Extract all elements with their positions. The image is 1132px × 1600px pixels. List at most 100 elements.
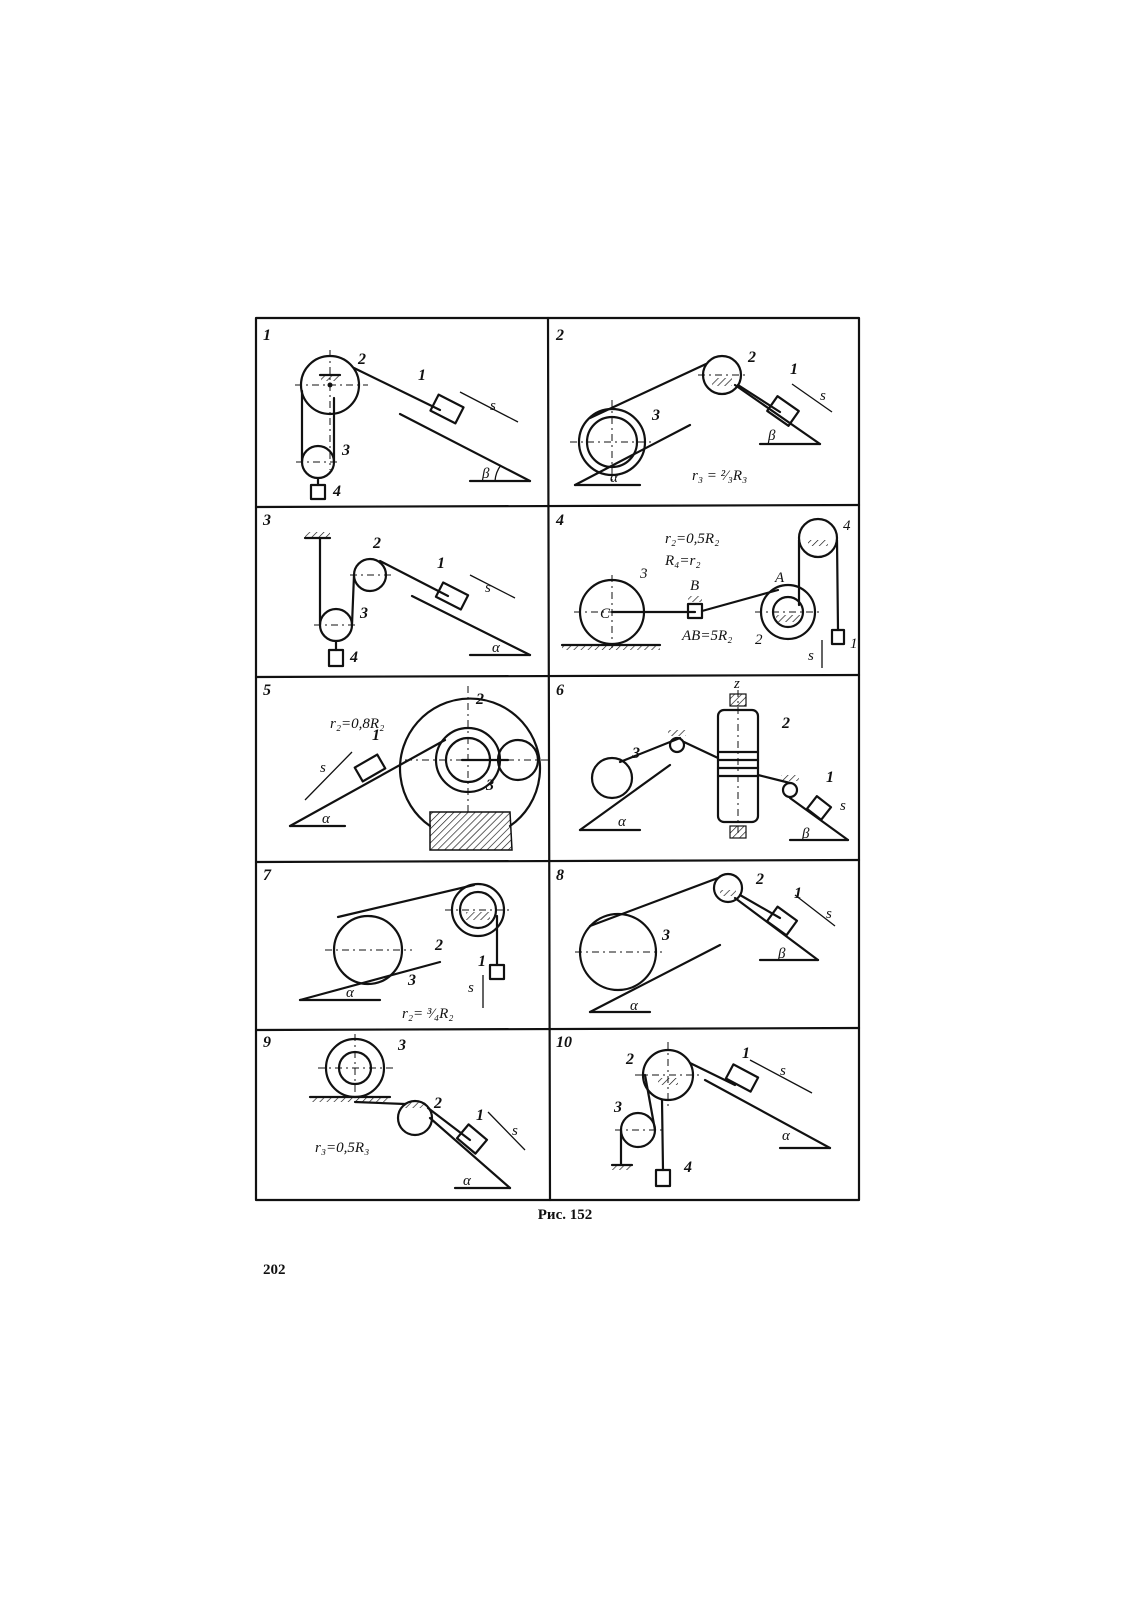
rope <box>588 876 720 928</box>
label: 3 <box>485 777 494 794</box>
panel-number: 4 <box>555 512 564 529</box>
rope <box>643 1073 657 1132</box>
label: α <box>782 1128 791 1144</box>
label: s <box>512 1123 518 1139</box>
rope <box>660 1098 665 1172</box>
panel-10: 10 2 1 3 4 s α <box>556 1034 832 1188</box>
support-hatch <box>305 532 330 538</box>
panel-9: 9 3 2 1 s α r₃=0,5R₃ <box>263 1034 526 1190</box>
weight-1 <box>488 963 506 981</box>
label: 4 <box>843 518 851 534</box>
rope <box>682 740 720 760</box>
dimension-s <box>304 751 353 801</box>
base-hatch <box>429 811 513 851</box>
weight-1 <box>830 628 846 646</box>
label: 1 <box>372 727 380 744</box>
formula: r₂=0,8R₂ <box>330 716 384 732</box>
pulley-4 <box>797 517 839 559</box>
panel-4: 4 r₂=0,5R₂ R₄=r₂ AB=5R₂ 3 4 A B C 2 1 s <box>555 512 858 668</box>
label: 4 <box>683 1159 692 1176</box>
block-1 <box>353 753 387 783</box>
formula: r₃ = ²⁄₃R₃ <box>692 468 747 484</box>
label: 3 <box>397 1037 406 1054</box>
label: s <box>490 398 496 414</box>
pulley-2 <box>396 1099 434 1137</box>
rope <box>336 883 476 919</box>
guide-pulley-right <box>781 781 799 799</box>
formula: r₃=0,5R₃ <box>315 1140 369 1156</box>
rope <box>736 383 782 414</box>
rope <box>756 773 792 785</box>
rope <box>350 573 356 627</box>
label: β <box>767 428 776 444</box>
panel-1: 1 2 1 3 4 s β <box>263 327 532 501</box>
page-number: 202 <box>263 1262 286 1278</box>
panel-grid <box>254 316 861 1202</box>
label: 2 <box>625 1051 634 1068</box>
dimension-s <box>487 1111 526 1151</box>
incline-2 <box>588 943 722 1014</box>
support-hatch <box>720 890 736 896</box>
weight-4 <box>654 1168 672 1188</box>
panel-2: 2 2 1 3 s β α r₃ = ²⁄₃R₃ <box>555 327 833 487</box>
support-hatch <box>466 912 490 920</box>
block-1 <box>765 905 799 937</box>
incline <box>410 594 532 657</box>
incline <box>288 738 447 828</box>
support-hatch <box>712 378 732 386</box>
label: 1 <box>742 1045 750 1062</box>
label: 2 <box>433 1095 442 1112</box>
rope <box>588 362 708 420</box>
ground-hatch <box>310 1097 390 1102</box>
wheel-3 <box>590 756 634 800</box>
label: 3 <box>359 605 368 622</box>
label: α <box>630 998 639 1014</box>
label: A <box>774 570 785 586</box>
block-1 <box>429 393 465 425</box>
label: s <box>468 980 474 996</box>
block-1 <box>455 1123 489 1155</box>
rope <box>378 559 450 598</box>
label: 2 <box>475 691 484 708</box>
label: s <box>820 388 826 404</box>
incline <box>298 960 442 1002</box>
label: 1 <box>418 367 426 384</box>
dimension-s <box>469 574 516 599</box>
panel-number: 8 <box>556 867 564 884</box>
support-hatch <box>405 1102 425 1108</box>
dimension-s <box>459 391 519 423</box>
block-1 <box>434 581 470 611</box>
weight-4 <box>309 483 327 501</box>
incline <box>703 1078 832 1150</box>
block-1 <box>724 1063 760 1093</box>
drum-2 <box>716 708 760 824</box>
support-hatch <box>688 596 702 602</box>
label: 1 <box>476 1107 484 1124</box>
block-1 <box>766 395 800 427</box>
figure-caption: Рис. 152 <box>537 1207 593 1223</box>
label: 4 <box>349 649 358 666</box>
guide-pulley-left <box>668 736 686 754</box>
formula: r₂= ³⁄₄R₂ <box>402 1006 454 1022</box>
label: s <box>320 760 326 776</box>
rope <box>352 366 442 412</box>
label: α <box>463 1173 472 1189</box>
support-hatch <box>668 730 686 736</box>
link-AB <box>700 588 780 613</box>
support-hatch <box>808 540 828 546</box>
label: 1 <box>478 953 486 970</box>
block-1 <box>805 795 833 821</box>
label: z <box>733 676 740 692</box>
label: 2 <box>372 535 381 552</box>
row-divider-1 <box>254 503 861 509</box>
label: s <box>485 580 491 596</box>
row-divider-2 <box>254 673 861 679</box>
panel-3: 3 2 1 3 4 s α <box>262 512 532 668</box>
label: s <box>826 906 832 922</box>
label: 2 <box>434 937 443 954</box>
panel-5: 5 r₂=0,8R₂ 1 2 3 s α <box>263 682 548 851</box>
incline <box>428 1116 512 1190</box>
label: 2 <box>755 632 763 648</box>
panel-number: 3 <box>262 512 271 529</box>
